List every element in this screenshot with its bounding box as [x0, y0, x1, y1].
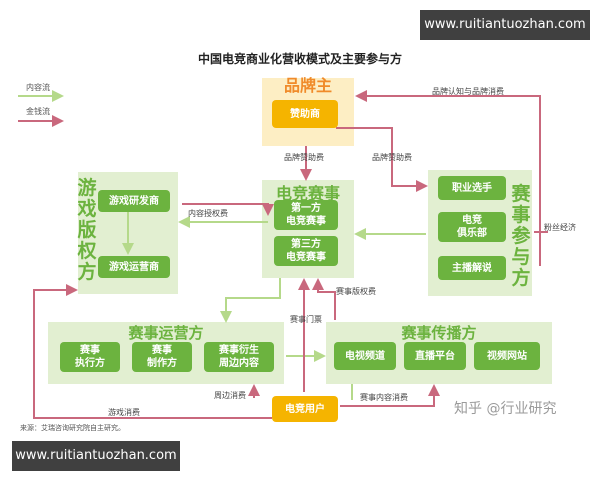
esports-user-box: 电竞用户 — [272, 396, 338, 422]
watermark-bottom: www.ruitiantuozhan.com — [12, 441, 180, 471]
event-production-box: 赛事 制作方 — [132, 342, 192, 372]
game-operator-box: 游戏运营商 — [98, 256, 170, 278]
label-fan-economy: 粉丝经济 — [544, 223, 576, 232]
third-party-event-box: 第三方 电竞赛事 — [274, 236, 338, 266]
label-event-content-spending: 赛事内容消费 — [360, 393, 408, 402]
event-derivatives-box: 赛事衍生 周边内容 — [204, 342, 274, 372]
first-party-event-box: 第一方 电竞赛事 — [274, 200, 338, 230]
game-developer-box: 游戏研发商 — [98, 190, 170, 212]
label-game-spending: 游戏消费 — [108, 408, 140, 417]
streamer-box: 主播解说 — [438, 256, 506, 280]
zhihu-watermark: 知乎 @行业研究 — [454, 401, 557, 417]
operations-heading: 赛事运营方 — [128, 324, 204, 342]
esports-heading: 电竞赛事 — [275, 184, 340, 203]
pro-player-box: 职业选手 — [438, 176, 506, 200]
live-platform-box: 直播平台 — [404, 342, 466, 370]
watermark-top: www.ruitiantuozhan.com — [420, 10, 590, 40]
label-brand-awareness: 品牌认知与品牌消费 — [432, 87, 504, 96]
legend-content-label: 内容流 — [26, 83, 50, 92]
broadcast-heading: 赛事传播方 — [401, 324, 477, 342]
sponsor-box: 赞助商 — [272, 100, 338, 128]
club-box: 电竞 俱乐部 — [438, 212, 506, 242]
tv-channel-box: 电视频道 — [334, 342, 396, 370]
participants-heading: 赛事参与方 — [511, 183, 531, 289]
label-event-tickets: 赛事门票 — [290, 315, 322, 324]
label-merch-spending: 周边消费 — [214, 391, 246, 400]
source-note: 来源：艾瑞咨询研究院自主研究。 — [20, 424, 125, 432]
label-brand-sponsor-fee-1: 品牌赞助费 — [284, 153, 324, 162]
label-brand-sponsor-fee-2: 品牌赞助费 — [372, 153, 412, 162]
label-content-license-fee: 内容授权费 — [188, 209, 228, 218]
brand-heading: 品牌主 — [283, 76, 332, 95]
video-site-box: 视频网站 — [474, 342, 540, 370]
game-rights-heading: 游戏版权方 — [77, 177, 97, 283]
legend-money-label: 金钱流 — [26, 107, 50, 116]
label-event-rights-fee: 赛事版权费 — [336, 287, 376, 296]
diagram-title: 中国电竞商业化营收模式及主要参与方 — [197, 52, 402, 66]
event-execution-box: 赛事 执行方 — [60, 342, 120, 372]
